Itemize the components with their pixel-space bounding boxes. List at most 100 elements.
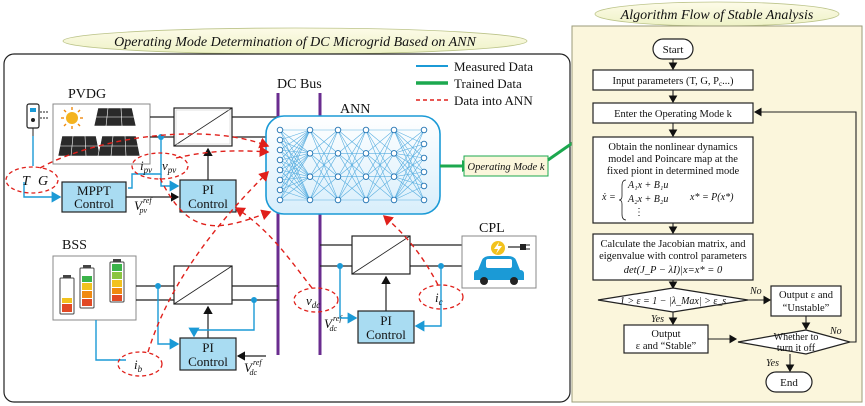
- vdc-measured-line: [188, 300, 255, 338]
- ann-connection: [279, 149, 311, 177]
- pi-pv-label: PI: [202, 182, 214, 197]
- vpv-to-ann-arrow: [159, 177, 272, 227]
- g-label: G: [38, 174, 48, 189]
- cpl-converter-diagonal: [351, 235, 411, 275]
- ann-connection: [279, 159, 311, 177]
- mppt-control-box: [61, 181, 127, 213]
- enter-mode-label: Enter the Operating Mode k: [614, 109, 733, 120]
- ann-neuron: [276, 136, 284, 144]
- ann-connection: [393, 129, 425, 177]
- ann-connection: [309, 129, 339, 201]
- bss-label: BSS: [62, 238, 87, 253]
- ic-ellipse: [418, 284, 464, 310]
- ann-connection: [393, 157, 425, 177]
- turn-off-yes-label: Yes: [766, 358, 779, 369]
- ann-neuron: [276, 186, 284, 194]
- output-unstable-line-1: Output ε and: [779, 290, 834, 301]
- pv-converter-shadow: [175, 109, 231, 145]
- legend-trained: Trained Data: [454, 76, 522, 91]
- eq-xdot: ẋ =: [601, 192, 616, 203]
- data-into-ann-arrows: [39, 133, 439, 353]
- ann-connection: [279, 129, 311, 177]
- pi-cpl-control-label: Control: [366, 327, 406, 342]
- ann-neuron: [306, 173, 314, 180]
- ann-connection: [365, 153, 395, 201]
- calc-line-2: eigenvalue with control parameters: [599, 251, 747, 262]
- battery-icons: [59, 259, 125, 315]
- ann-connection: [279, 149, 311, 201]
- ann-connection: [279, 129, 311, 181]
- calc-line-3: det(J_P − λI)|x=x* = 0: [624, 265, 723, 276]
- end-node: [765, 371, 813, 393]
- tg-ellipse: [5, 166, 59, 194]
- ic-to-ann-arrow: [382, 215, 439, 286]
- legend-measured: Measured Data: [454, 59, 533, 74]
- ann-connection: [337, 129, 367, 201]
- output-unstable-box: [770, 285, 842, 317]
- ann-connection: [393, 143, 425, 154]
- ann-connection: [279, 129, 311, 154]
- ann-connection: [279, 139, 311, 201]
- ann-label: ANN: [340, 102, 370, 117]
- ann-connection: [337, 176, 367, 201]
- vdc-to-pi-cpl-arrow: [339, 266, 358, 324]
- ann-connection: [279, 153, 311, 201]
- pv-to-pi-measured: [160, 174, 180, 192]
- decision-yes-label: Yes: [651, 314, 664, 325]
- ann-connection: [393, 176, 425, 187]
- legend: Measured Data Trained Data Data into ANN: [416, 59, 533, 108]
- ann-connection: [365, 129, 395, 154]
- ann-connection: [393, 129, 425, 154]
- ann-neuron: [362, 126, 370, 134]
- ann-neuron: [390, 173, 398, 180]
- ann-connection: [279, 153, 311, 171]
- ann-connection: [393, 171, 425, 201]
- decision-no-label: No: [749, 286, 762, 297]
- vdc-ellipse: [293, 287, 339, 313]
- eq-brace: [618, 179, 627, 221]
- ann-connection: [365, 129, 395, 177]
- ic-label: ic: [435, 290, 443, 307]
- obtain-line-3: fixed piont in determined mode: [607, 166, 740, 177]
- eq-row-1: A₁x + B₁u: [627, 180, 668, 191]
- pv-to-mppt-measured: [128, 173, 145, 189]
- ann-neuron: [276, 166, 284, 174]
- ann-neuron: [306, 196, 314, 204]
- ib-measured-line: [157, 286, 180, 350]
- ann-connection: [279, 153, 311, 181]
- obtain-line-1: Obtain the nonlinear dynamics: [608, 142, 737, 153]
- vpv-label: vpv: [162, 158, 176, 175]
- ann-neuron: [276, 126, 284, 134]
- tg-to-mppt-arrow: [23, 182, 62, 203]
- ann-neuron: [420, 196, 428, 204]
- vdc-to-ann-arrow: [234, 207, 313, 289]
- ann-neuron: [334, 173, 342, 180]
- ann-neuron: [334, 126, 342, 134]
- pi-bss-label: PI: [202, 340, 214, 355]
- calc-line-1: Calculate the Jacobian matrix, and: [601, 239, 747, 250]
- ann-connection: [393, 129, 425, 201]
- solar-panel-icons: [57, 107, 141, 157]
- left-title: Operating Mode Determination of DC Micro…: [114, 35, 476, 50]
- pv-converter-diagonal: [173, 107, 233, 147]
- ann-connection: [309, 176, 339, 201]
- ann-connection: [279, 176, 311, 201]
- ann-neuron: [306, 126, 314, 134]
- ann-neuron: [276, 146, 284, 154]
- mppt-label: MPPT: [77, 183, 111, 198]
- operating-mode-box: [463, 155, 549, 177]
- ib-label: ib: [134, 357, 143, 374]
- t-label: T: [22, 174, 31, 189]
- ipv-vpv-ellipse: [131, 152, 189, 180]
- output-stable-line-2: ε and “Stable”: [636, 341, 697, 352]
- ib-ellipse: [117, 351, 163, 377]
- ann-connection: [365, 176, 395, 201]
- ann-connection: [279, 129, 311, 201]
- input-params-label: Input parameters (T, G, Pc...): [612, 76, 734, 88]
- ann-connection: [309, 153, 339, 201]
- ann-nodes: [276, 126, 428, 204]
- eq-row-3: ⋮: [634, 207, 644, 218]
- eq-map: x* = P(x*): [689, 192, 734, 203]
